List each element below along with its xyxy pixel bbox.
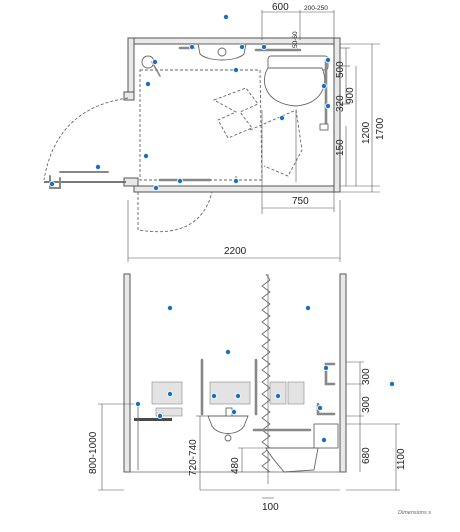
plan-dim-200-250: 200-250 [304,5,328,12]
elev-marker [166,304,173,311]
caption: Dimensions s [398,510,431,516]
elev-marker [274,392,281,399]
plan-marker [278,115,285,122]
elev-marker [224,348,231,355]
plan-door-jamb-left [123,91,135,101]
plan-dimensions [127,10,380,262]
plan-marker [238,44,245,51]
plan-marker [142,152,149,159]
plan-marker [320,83,327,90]
plan-markers [49,13,331,191]
wc-pan [264,67,326,107]
plan-dim-900: 900 [345,87,356,104]
plan-dim-2200: 2200 [224,246,247,257]
elev-marker [304,304,311,311]
plan-marker [188,44,195,51]
turning-space-outline [139,69,263,181]
elev-marker [316,404,323,411]
plan-marker [324,103,331,110]
plan-marker [260,44,267,51]
plan-marker [232,67,239,74]
plan-wall-bottom [133,185,335,193]
plan-dim-320: 320 [335,95,346,112]
elevation-view: 300 300 800-1000 720-740 480 680 1100 10… [88,273,431,516]
elevation-dimensions [98,361,400,499]
elev-panel [287,381,305,405]
elev-break-line [261,273,271,473]
plan-wall-left [127,37,135,99]
flush-handle [319,123,329,131]
alarm-pull [141,55,155,69]
elev-dim-100: 100 [262,502,279,513]
plan-marker [151,59,158,66]
plan-marker [95,163,102,170]
basin-bowl [217,47,227,57]
wheelchair-outline [212,87,259,139]
elev-wc-pan [265,447,319,473]
plan-dim-1700: 1700 [375,117,386,140]
plan-dim-150: 150 [335,139,346,156]
elev-marker [166,390,173,397]
plan-marker [176,177,183,184]
elev-wall-left [123,273,131,473]
elev-dim-720-740: 720-740 [188,439,199,476]
elev-shelf [134,418,172,421]
door-swing-arc [43,97,129,181]
elev-marker [210,392,217,399]
plan-door-jamb-bottom [123,177,139,187]
plan-wall-right [333,37,341,193]
elev-dim-680: 680 [361,447,372,464]
plan-dim-1200: 1200 [361,121,372,144]
elev-dim-480: 480 [230,457,241,474]
elev-marker [320,436,327,443]
plan-dim-600: 600 [272,2,289,13]
elev-dim-300-top: 300 [361,368,372,385]
elev-panel [151,381,183,405]
plan-marker [222,13,229,20]
elev-cistern [313,423,339,449]
wheelchair-footrest [249,109,303,177]
elev-trap [224,434,232,442]
outer-door-swing-arc [137,191,213,233]
elev-marker [234,392,241,399]
elev-panel [209,381,251,405]
plan-marker [49,180,56,187]
plan-marker [144,81,151,88]
plan-marker [152,184,159,191]
elev-dim-1100: 1100 [396,448,407,470]
elevation-markers [134,304,395,443]
elev-washbasin [207,415,249,434]
plan-marker [324,57,331,64]
plan-marker [232,177,239,184]
elev-marker [230,408,237,415]
elev-panel [269,381,287,405]
plan-dim-750: 750 [292,196,309,207]
plan-dim-500: 500 [335,61,346,78]
plan-wall-top [127,37,341,45]
elev-marker [134,400,141,407]
plan-view: 600 200-250 50-60 500 900 320 1700 1200 … [43,2,386,262]
elev-marker [156,412,163,419]
plan-dim-50-60: 50-60 [292,31,299,48]
elev-dim-800-1000: 800-1000 [88,431,99,474]
elev-dim-300-bottom: 300 [361,396,372,413]
elev-marker [388,380,395,387]
elev-panel [155,407,183,417]
elev-marker [322,364,329,371]
elev-wall-right [339,273,347,473]
elev-right-rail-upper [324,362,336,386]
